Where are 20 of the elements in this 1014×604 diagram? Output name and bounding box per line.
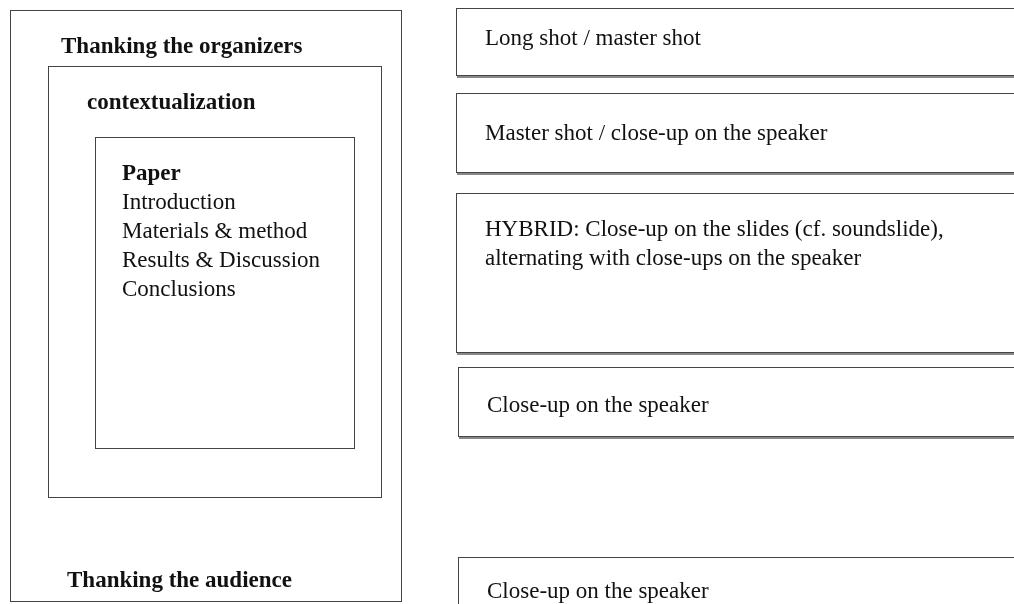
label: Close-up on the speaker [487,391,710,419]
label: Materials & method [122,217,309,245]
label: Long shot / master shot [485,24,702,52]
text-box [458,367,1014,437]
heading: Thanking the audience [67,566,292,594]
text-box [456,8,1014,76]
text-box [456,193,1014,353]
heading: Paper [122,159,182,187]
label: Introduction [122,188,237,216]
label: Conclusions [122,275,237,303]
text-box [95,137,355,449]
heading: Thanking the organizers [61,32,303,60]
heading: contextualization [87,88,256,116]
label: Master shot / close-up on the speaker [485,119,829,147]
label: HYBRID: Close-up on the slides (cf. soundslide), alternating with close-ups on the speaker [485,215,945,272]
text-box [48,66,382,498]
text-box [456,93,1014,173]
text-box [10,10,402,602]
label: Results & Discussion [122,246,322,274]
label: Close-up on the speaker [487,577,710,604]
